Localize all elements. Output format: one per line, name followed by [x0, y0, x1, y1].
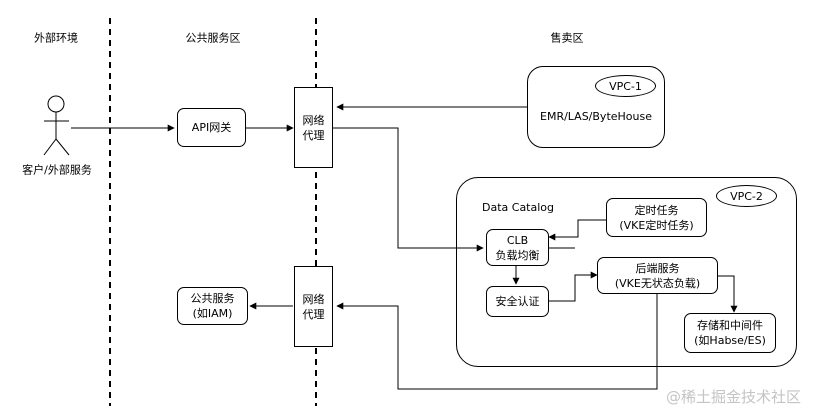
- public-service-node: 公共服务 (如IAM): [177, 287, 248, 325]
- proxy-top-line1: 网络: [302, 113, 325, 127]
- edge-proxy-to-clb: [332, 127, 484, 252]
- backend-line1: 后端服务: [635, 261, 680, 275]
- cron-job-node: 定时任务 (VKE定时任务): [606, 198, 707, 237]
- zone-title-sale: 售卖区: [550, 31, 584, 45]
- api-gateway-label: API网关: [191, 121, 232, 134]
- network-proxy-top: 网络 代理: [294, 87, 333, 168]
- vpc2-container: [456, 177, 797, 367]
- api-gateway-node: API网关: [177, 108, 246, 147]
- vpc1-tag: VPC-1: [595, 75, 656, 97]
- vpc2-tag: VPC-2: [716, 185, 777, 207]
- network-proxy-bottom: 网络 代理: [294, 266, 333, 347]
- vpc1-content: EMR/LAS/ByteHouse: [540, 110, 652, 123]
- edge-backend-to-storage: [718, 275, 738, 313]
- storage-line1: 存储和中间件: [697, 319, 763, 332]
- cron-line2: (VKE定时任务): [619, 218, 694, 232]
- clb-line1: CLB: [506, 233, 529, 247]
- cron-line1: 定时任务: [634, 203, 679, 217]
- zone-title-external: 外部环境: [34, 31, 78, 45]
- auth-node: 安全认证: [486, 286, 549, 317]
- clb-node: CLB 负载均衡: [486, 229, 549, 266]
- actor-label: 客户/外部服务: [22, 163, 92, 177]
- edge-auth-to-backend: [549, 271, 598, 302]
- proxy-top-line2: 代理: [302, 128, 325, 142]
- storage-line2: (如Habse/ES): [694, 334, 766, 347]
- storage-middleware-node: 存储和中间件 (如Habse/ES): [684, 313, 776, 353]
- data-catalog-label: Data Catalog: [482, 201, 555, 214]
- user-actor-icon: [43, 95, 70, 156]
- backend-service-node: 后端服务 (VKE无状态负载): [597, 257, 718, 294]
- auth-label: 安全认证: [495, 295, 540, 308]
- backend-line2: (VKE无状态负载): [614, 276, 701, 290]
- public-service-line2: (如IAM): [192, 307, 233, 320]
- edge-backend-to-proxy: [336, 294, 658, 390]
- zone-title-public: 公共服务区: [185, 31, 241, 45]
- watermark: @稀土掘金技术社区: [665, 388, 801, 406]
- edge-cron-to-clb: [548, 219, 606, 241]
- proxy-bottom-line2: 代理: [302, 307, 325, 321]
- proxy-bottom-line1: 网络: [302, 292, 325, 306]
- public-service-line1: 公共服务: [190, 292, 235, 305]
- vpc1-container: [527, 66, 665, 148]
- clb-line2: 负载均衡: [495, 248, 540, 262]
